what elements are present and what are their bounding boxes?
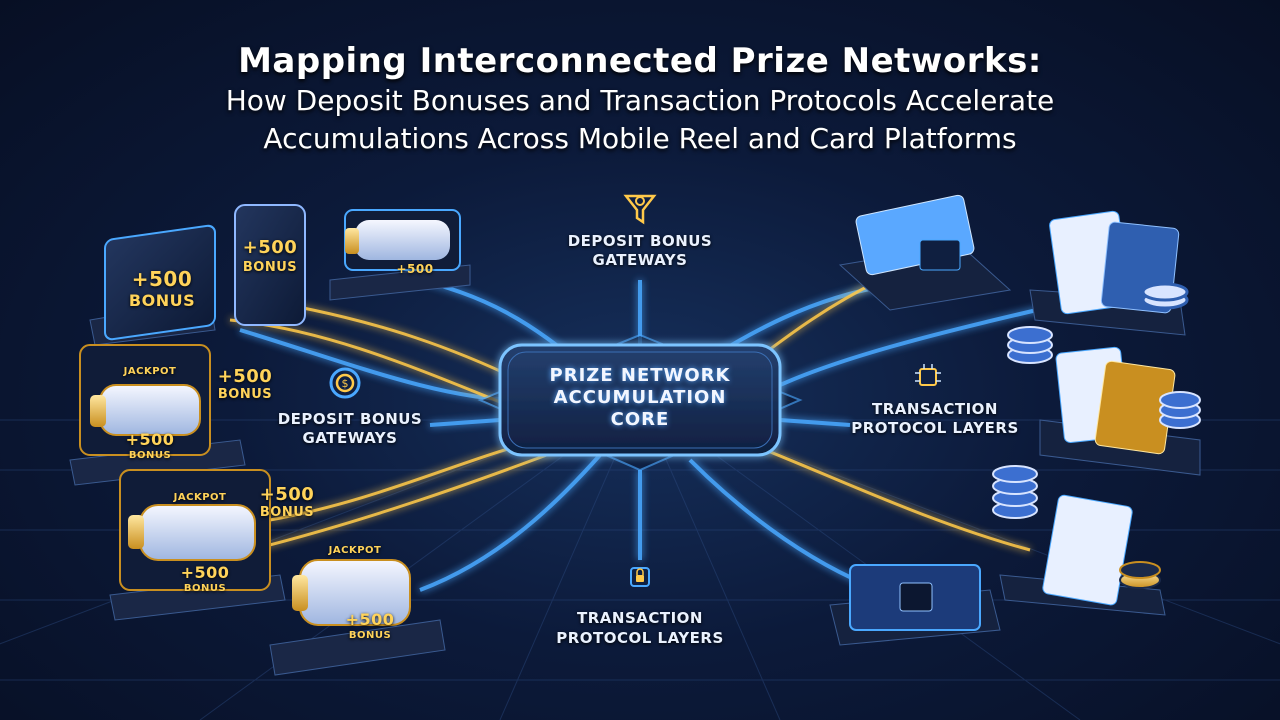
slot-left-side-bonus: +500 BONUS (210, 368, 280, 404)
page-subtitle-line1: How Deposit Bonuses and Transaction Prot… (225, 84, 1055, 117)
transaction-right-line1: TRANSACTION (872, 400, 998, 418)
phone-bonus-amount: +500 (242, 237, 298, 258)
slot-left-jackpot: JACKPOT (123, 366, 177, 377)
chip-circuit-icon (908, 360, 948, 398)
slot-left-amount: +500 BONUS (110, 432, 190, 464)
card-tablet-device-top (1029, 210, 1189, 336)
deposit-bonus-gateways-top: DEPOSIT BONUS GATEWAYS (555, 232, 725, 270)
page-subtitle-line2: Accumulations Across Mobile Reel and Car… (263, 122, 1017, 155)
slot-bottom-jackpot: JACKPOT (328, 545, 382, 556)
slot-mid-side-amount: +500 (259, 484, 315, 505)
tablet-bonus-text: +500 BONUS (112, 268, 212, 312)
slot-left-side-sub: BONUS (217, 387, 273, 402)
title-block: Mapping Interconnected Prize Networks: H… (0, 40, 1280, 158)
lock-chip-icon (620, 560, 660, 598)
tablet-bonus-device (89, 224, 216, 346)
transaction-protocol-layers-right: TRANSACTION PROTOCOL LAYERS (845, 400, 1025, 438)
slot-bottom-amount-value: +500 (345, 610, 395, 629)
card-tablet-device-mid (1039, 346, 1201, 476)
card-terminal-device (838, 194, 1012, 311)
slot-bottom-amount-sub: BONUS (348, 630, 392, 641)
circuit-board-device (829, 564, 1001, 646)
transaction-right-line2: PROTOCOL LAYERS (851, 419, 1019, 437)
slot-mid-side-sub: BONUS (259, 505, 315, 520)
tablet-bonus-amount: +500 (131, 267, 193, 291)
funnel-dollar-icon (615, 188, 665, 232)
slot-mid-side-bonus: +500 BONUS (252, 486, 322, 522)
slot-bottom-device (269, 559, 446, 676)
slot-bottom-amount: +500 BONUS (330, 612, 410, 644)
slot-top-device (329, 209, 471, 301)
core-label: PRIZE NETWORK ACCUMULATION CORE (530, 365, 750, 431)
slot-left-device (69, 344, 246, 486)
slot-top-amount: +500 (396, 262, 434, 276)
accumulation-core (477, 333, 803, 472)
transaction-bottom-line1: TRANSACTION (577, 609, 703, 627)
deposit-bonus-gateways-left: DEPOSIT BONUS GATEWAYS (265, 410, 435, 448)
deposit-top-line2: GATEWAYS (592, 251, 688, 269)
svg-text:$: $ (342, 377, 349, 390)
phone-bonus-text: +500 BONUS (235, 238, 305, 278)
transaction-bottom-line2: PROTOCOL LAYERS (556, 629, 724, 647)
slot-mid-amount: +500 BONUS (160, 565, 250, 597)
transaction-protocol-layers-bottom: TRANSACTION PROTOCOL LAYERS (545, 608, 735, 648)
chip-stack-lower (992, 465, 1038, 519)
core-label-line2: ACCUMULATION (553, 387, 727, 408)
slot-mid-jackpot: JACKPOT (173, 492, 227, 503)
chip-stack-upper (1007, 326, 1053, 364)
slot-left-amount-sub: BONUS (128, 450, 172, 461)
slot-mid-amount-sub: BONUS (183, 583, 227, 594)
slot-mid-amount-value: +500 (180, 563, 230, 582)
tablet-bonus-label: BONUS (128, 291, 196, 310)
dollar-cycle-icon: $ (325, 365, 365, 405)
phone-bonus-label: BONUS (242, 260, 298, 275)
slot-left-side-amount: +500 (217, 366, 273, 387)
card-phone-device-bottom (999, 494, 1166, 616)
page-title: Mapping Interconnected Prize Networks: (238, 41, 1042, 81)
phone-bonus-device (234, 204, 306, 326)
core-label-line1: PRIZE NETWORK (549, 365, 731, 386)
slot-mid-device (109, 469, 286, 621)
deposit-top-line1: DEPOSIT BONUS (567, 232, 713, 250)
deposit-left-line2: GATEWAYS (302, 429, 398, 447)
core-label-line3: CORE (610, 409, 670, 430)
slot-left-amount-value: +500 (125, 430, 175, 449)
deposit-left-line1: DEPOSIT BONUS (277, 410, 423, 428)
